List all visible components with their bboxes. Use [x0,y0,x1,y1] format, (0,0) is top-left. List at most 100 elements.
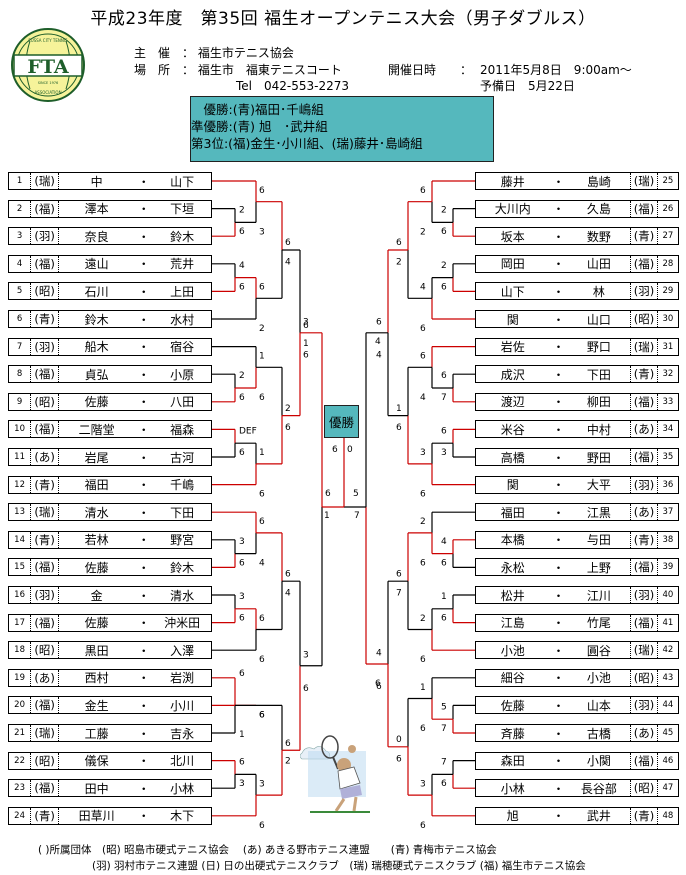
score-label: 1 [259,352,265,362]
team-row: 森田・小関(福)46 [475,751,679,770]
score-label: 6 [239,393,245,403]
seed-number: 9 [16,396,23,407]
logo-bottom-text: ASSOCIATION [34,90,61,95]
score-label: 6 [376,318,382,328]
club-code: (福) [630,449,658,465]
player-1: 岩佐 [500,340,525,355]
player-1: 工藤 [84,726,109,741]
team-row: 藤井・島崎(瑞)25 [475,172,679,190]
team-row: 18(昭)黒田・入澤 [8,641,212,660]
score-label: 6 [420,352,426,362]
team-row: 9(昭)佐藤・八田 [8,392,212,411]
player-1: 小池 [500,643,525,658]
player-1: 貞弘 [84,367,109,382]
player-2: 江川 [586,588,611,603]
name-separator: ・ [137,643,150,658]
team-row: 21(瑞)工藤・吉永 [8,724,212,742]
player-1: 二階堂 [78,422,115,437]
seed-number: 13 [14,507,25,518]
player-1: 江島 [500,616,525,631]
score-label: 7 [396,589,402,599]
name-separator: ・ [137,588,150,603]
tel: Tel 042-553-2273 [236,79,350,93]
runner-up-result: 準優勝:(青) 旭 ･武井組 [191,119,328,134]
name-separator: ・ [552,478,565,493]
score-label: 3 [239,537,245,547]
team-row: 坂本・数野(青)27 [475,227,679,246]
club-code: (昭) [30,642,60,659]
score-label: 4 [441,537,447,547]
club-code: (瑞) [30,725,60,741]
name-separator: ・ [137,533,150,548]
score-label: 1 [259,448,265,458]
score-label: 6 [259,490,265,500]
score-label: 2 [285,404,291,414]
player-2: 水村 [170,312,195,327]
name-separator: ・ [137,809,150,824]
name-separator: ・ [137,312,150,327]
organizer-label: 主 催 ： [134,46,195,60]
player-2: 小池 [586,671,611,686]
player-1: 儀保 [84,754,109,769]
club-code: (青) [30,476,60,493]
name-separator: ・ [552,174,565,189]
score-label: 3 [441,448,447,458]
score-label: 2 [420,227,426,237]
score-label: 6 [285,423,291,433]
seed-number: 27 [662,231,674,242]
player-2: 山田 [586,257,611,272]
seed-number: 33 [662,396,674,407]
seed-number: 16 [14,590,25,600]
score-label: 6 [441,558,447,568]
club-code: (昭) [30,283,60,300]
score-label: 5 [441,702,447,712]
name-separator: ・ [137,616,150,631]
player-1: 岡田 [500,257,525,272]
name-separator: ・ [552,340,565,355]
team-row: 関・山口(昭)30 [475,310,679,328]
name-separator: ・ [552,533,565,548]
club-code: (青) [630,807,658,824]
player-2: 小川 [170,698,195,713]
score-label: 3 [239,779,245,789]
score-label: 2 [420,517,426,527]
player-2: 鈴木 [170,560,195,575]
team-row: 12(青)福田・千嶋 [8,475,212,494]
team-row: 成沢・下田(青)32 [475,365,679,384]
player-1: 中 [90,174,103,189]
club-code: (福) [630,200,658,217]
name-separator: ・ [552,257,565,272]
score-label: 3 [420,779,426,789]
score-label: 6 [239,282,245,292]
team-row: 14(青)若林・野宮 [8,530,212,549]
name-separator: ・ [552,312,565,327]
team-row: 2(福)澤本・下垣 [8,199,212,218]
score-label: 1 [396,404,402,414]
club-code: (あ) [630,725,658,741]
team-row: 松井・江川(羽)40 [475,586,679,604]
team-row: 斉藤・古橋(あ)45 [475,724,679,742]
player-1: 本橋 [500,533,525,548]
score-label: 6 [259,710,265,720]
name-separator: ・ [552,781,565,796]
team-row: 岩佐・野口(瑞)31 [475,337,679,356]
seed-number: 35 [662,452,674,462]
name-separator: ・ [552,284,565,299]
score-label: 6 [441,779,447,789]
player-2: 山口 [586,312,611,327]
player-1: 岩尾 [84,450,109,465]
player-2: 吉永 [170,726,195,741]
player-2: 長谷部 [580,781,617,796]
club-code: (青) [30,311,60,327]
venue-value: 福生市 福東テニスコート [197,63,342,77]
team-row: 7(羽)船木・宿谷 [8,337,212,356]
club-code: (羽) [630,587,658,603]
score-label: 2 [239,206,245,216]
score-label: 7 [354,511,360,521]
club-code: (福) [30,200,60,217]
logo-since: SINCE 1976 [38,81,59,85]
name-separator: ・ [552,616,565,631]
score-label: 6 [375,679,381,689]
seed-number: 43 [662,672,674,683]
player-1: 山下 [500,284,525,299]
